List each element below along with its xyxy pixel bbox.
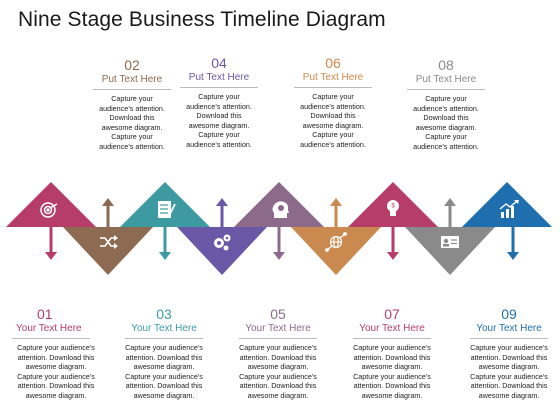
stage-number: 01 bbox=[37, 306, 53, 322]
stage-description: Capture your audience’s attention. Downl… bbox=[186, 92, 252, 149]
gears-icon bbox=[214, 234, 231, 251]
svg-text:$: $ bbox=[391, 204, 395, 210]
stage-heading: Your Text Here bbox=[16, 323, 82, 334]
stage-description: Capture your audience’s attention. Downl… bbox=[353, 343, 431, 400]
globe-network-icon bbox=[325, 232, 347, 252]
stage-07-text: 07 Your Text Here Capture your audience’… bbox=[342, 306, 442, 401]
stage-number: 03 bbox=[156, 306, 172, 322]
stage-heading: Put Text Here bbox=[415, 74, 477, 85]
stage-description: Capture your audience’s attention. Downl… bbox=[300, 92, 366, 149]
head-gears-icon bbox=[272, 201, 289, 218]
stage-description: Capture your audience’s attention. Downl… bbox=[413, 94, 479, 151]
stage-number: 05 bbox=[270, 306, 286, 322]
page-title: Nine Stage Business Timeline Diagram bbox=[18, 8, 386, 31]
id-card-icon bbox=[441, 236, 459, 248]
stage-description: Capture your audience’s attention. Downl… bbox=[125, 343, 203, 400]
stage-heading: Your Text Here bbox=[359, 323, 425, 334]
stage-06-text: 06 Put Text Here Capture your audience’s… bbox=[263, 55, 403, 150]
stage-description: Capture your audience’s attention. Downl… bbox=[470, 343, 548, 400]
shuffle-icon bbox=[100, 235, 118, 249]
divider bbox=[407, 89, 485, 90]
stage-description: Capture your audience’s attention. Downl… bbox=[17, 343, 95, 400]
divider bbox=[93, 89, 171, 90]
stage-8-triangle bbox=[405, 227, 495, 275]
stage-1-arrow bbox=[45, 227, 57, 260]
growth-chart-icon bbox=[499, 200, 519, 218]
stage-number: 06 bbox=[325, 55, 341, 71]
lightbulb-icon: $ bbox=[387, 200, 399, 216]
stage-5-arrow bbox=[273, 227, 285, 260]
divider bbox=[239, 338, 317, 339]
stage-04-text: 04 Put Text Here Capture your audience’s… bbox=[149, 55, 289, 150]
stage-heading: Your Text Here bbox=[131, 323, 197, 334]
stage-2-arrow bbox=[102, 198, 114, 227]
stage-8-arrow bbox=[444, 198, 456, 227]
stage-heading: Your Text Here bbox=[245, 323, 311, 334]
stage-05-text: 05 Your Text Here Capture your audience’… bbox=[228, 306, 328, 401]
divider bbox=[125, 338, 203, 339]
divider bbox=[470, 338, 548, 339]
stage-3-arrow bbox=[159, 227, 171, 260]
stage-02-text: 02 Put Text Here Capture your audience’s… bbox=[62, 57, 202, 152]
stage-number: 02 bbox=[124, 57, 140, 73]
document-icon bbox=[158, 201, 176, 218]
stage-4-triangle bbox=[177, 227, 267, 275]
stage-description: Capture your audience’s attention. Downl… bbox=[99, 94, 165, 151]
stage-03-text: 03 Your Text Here Capture your audience’… bbox=[114, 306, 214, 401]
divider bbox=[12, 338, 90, 339]
stage-1-triangle bbox=[6, 182, 96, 227]
stage-09-text: 09 Your Text Here Capture your audience’… bbox=[459, 306, 559, 401]
stage-heading: Put Text Here bbox=[302, 72, 364, 83]
stage-9-arrow bbox=[507, 227, 519, 260]
divider bbox=[353, 338, 431, 339]
stage-7-arrow bbox=[387, 227, 399, 260]
stage-heading: Put Text Here bbox=[188, 72, 250, 83]
stage-number: 04 bbox=[211, 55, 227, 71]
stage-number: 07 bbox=[384, 306, 400, 322]
stage-6-arrow bbox=[330, 198, 342, 227]
stage-number: 09 bbox=[501, 306, 517, 322]
stage-01-text: 01 Your Text Here Capture your audience’… bbox=[0, 306, 100, 401]
stage-08-text: 08 Put Text Here Capture your audience’s… bbox=[376, 57, 516, 152]
stage-number: 08 bbox=[438, 57, 454, 73]
stage-2-triangle bbox=[63, 227, 153, 275]
stage-6-triangle bbox=[291, 227, 381, 275]
stage-heading: Your Text Here bbox=[476, 323, 542, 334]
stage-4-arrow bbox=[216, 198, 228, 227]
timeline-diagram: $ bbox=[6, 182, 552, 275]
stage-heading: Put Text Here bbox=[101, 74, 163, 85]
target-icon bbox=[40, 202, 58, 218]
divider bbox=[180, 87, 258, 88]
divider bbox=[294, 87, 372, 88]
stage-description: Capture your audience’s attention. Downl… bbox=[239, 343, 317, 400]
